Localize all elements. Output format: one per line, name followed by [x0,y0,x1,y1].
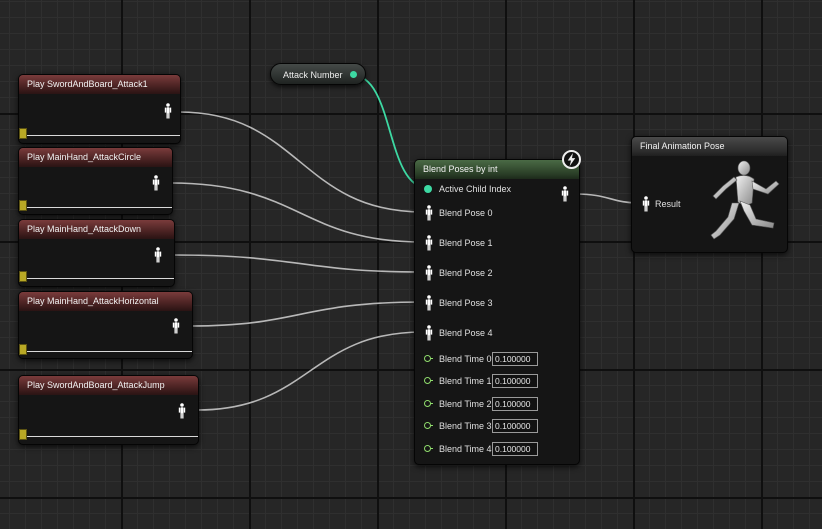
int-output-pin[interactable] [350,71,357,78]
timeline-scrub-handle[interactable] [19,344,27,355]
sequence-timeline[interactable] [19,200,172,211]
pose-output-pin[interactable] [172,318,180,334]
play-node-attackcircle[interactable]: Play MainHand_AttackCircle [18,147,173,215]
play-node-title: Play MainHand_AttackCircle [19,148,172,167]
wire-attackhorizontal-to-pose3 [190,301,424,327]
play-node-title: Play SwordAndBoard_Attack1 [19,75,180,94]
timeline-track [25,207,172,208]
timeline-track [25,351,192,352]
pin-label: Blend Pose 0 [439,208,493,218]
play-node-attack1[interactable]: Play SwordAndBoard_Attack1 [18,74,181,144]
timeline-track [25,135,180,136]
sequence-timeline[interactable] [19,271,174,282]
pose-input-pin[interactable] [425,265,433,281]
pin-label: Blend Time 4 [439,444,492,454]
pose-output-pin[interactable] [561,186,569,202]
running-mannequin-icon [710,160,780,240]
float-input-pin[interactable] [424,445,433,452]
pin-label: Result [655,199,681,209]
blend-node-title: Blend Poses by int [415,160,579,179]
play-node-attackdown[interactable]: Play MainHand_AttackDown [18,219,175,287]
pose-input-pin[interactable] [425,295,433,311]
lightning-bolt-icon [562,150,581,169]
pose-output-pin[interactable] [164,103,172,119]
play-node-title: Play MainHand_AttackHorizontal [19,292,192,311]
play-node-title: Play MainHand_AttackDown [19,220,174,239]
float-input-pin[interactable] [424,377,433,384]
timeline-scrub-handle[interactable] [19,200,27,211]
blend-poses-node[interactable]: Blend Poses by int Active Child Index Bl… [414,150,581,465]
pose-input-pin[interactable] [425,235,433,251]
play-node-title: Play SwordAndBoard_AttackJump [19,376,198,395]
attack-number-variable-node[interactable]: Attack Number [270,63,366,85]
sequence-timeline[interactable] [19,344,192,355]
result-node-title: Final Animation Pose [632,137,787,156]
pose-output-pin[interactable] [154,247,162,263]
wire-attackdown-to-pose2 [172,254,424,273]
wire-attack1-to-pose0 [178,111,424,213]
float-input-pin[interactable] [424,422,433,429]
wire-attackjump-to-pose4 [196,331,424,411]
sequence-timeline[interactable] [19,429,198,440]
pose-input-pin[interactable] [425,325,433,341]
pin-label: Active Child Index [439,184,512,194]
final-animation-pose-node[interactable]: Final Animation Pose Result [631,136,788,253]
blend-time-2-value-field[interactable]: 0.100000 [492,397,538,411]
blend-time-1-value-field[interactable]: 0.100000 [492,374,538,388]
play-node-attackjump[interactable]: Play SwordAndBoard_AttackJump [18,375,199,445]
sequence-timeline[interactable] [19,128,180,139]
pin-label: Blend Time 1 [439,376,492,386]
pin-label: Blend Time 3 [439,421,492,431]
pose-input-pin[interactable] [425,205,433,221]
pose-output-pin[interactable] [178,403,186,419]
timeline-scrub-handle[interactable] [19,128,27,139]
timeline-track [25,278,174,279]
timeline-track [25,436,198,437]
pin-label: Blend Pose 1 [439,238,493,248]
pin-label: Blend Pose 3 [439,298,493,308]
timeline-scrub-handle[interactable] [19,271,27,282]
play-node-attackhorizontal[interactable]: Play MainHand_AttackHorizontal [18,291,193,359]
blend-time-0-value-field[interactable]: 0.100000 [492,352,538,366]
float-input-pin[interactable] [424,355,433,362]
wire-attackcircle-to-pose1 [170,182,424,243]
int-input-pin[interactable] [424,185,432,193]
pose-output-pin[interactable] [152,175,160,191]
variable-label: Attack Number [283,70,343,80]
float-input-pin[interactable] [424,400,433,407]
blend-time-3-value-field[interactable]: 0.100000 [492,419,538,433]
pin-label: Blend Pose 2 [439,268,493,278]
pose-input-pin[interactable] [642,196,650,212]
blend-time-4-value-field[interactable]: 0.100000 [492,442,538,456]
pin-label: Blend Time 0 [439,354,492,364]
timeline-scrub-handle[interactable] [19,429,27,440]
pin-label: Blend Time 2 [439,399,492,409]
pin-label: Blend Pose 4 [439,328,493,338]
